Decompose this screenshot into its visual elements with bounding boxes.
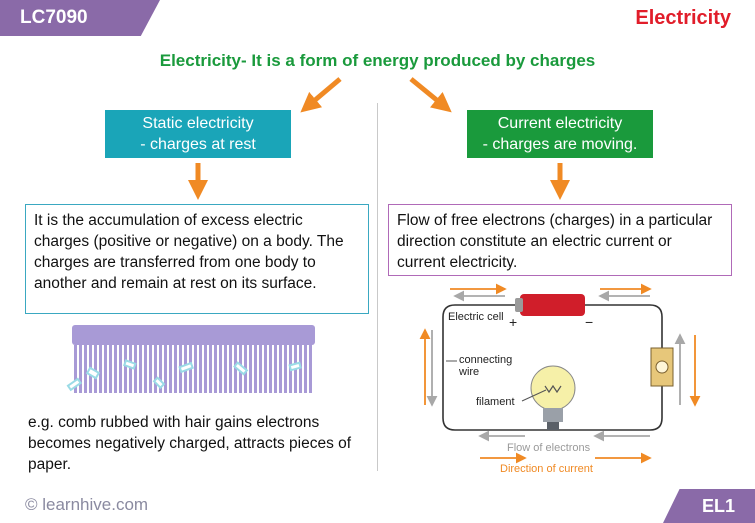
arrow-to-current <box>409 77 452 113</box>
current-subtitle: - charges are moving. <box>482 136 638 153</box>
comb-tooth <box>174 345 177 393</box>
wire-label-2: wire <box>458 366 479 378</box>
current-electricity-box: Current electricity - charges are moving… <box>467 110 653 158</box>
current-description: Flow of free electrons (charges) in a pa… <box>388 204 732 276</box>
static-example: e.g. comb rubbed with hair gains electro… <box>28 414 352 473</box>
static-title: Static electricity <box>142 115 254 132</box>
current-title: Current electricity <box>497 115 623 132</box>
comb-tooth <box>84 345 87 393</box>
comb-tooth <box>79 345 82 393</box>
comb-tooth <box>304 345 307 393</box>
comb-tooth <box>229 345 232 393</box>
comb-tooth <box>154 345 157 393</box>
comb-tooth <box>224 345 227 393</box>
comb-tooth <box>309 345 312 393</box>
electron-flow-label: Flow of electrons <box>507 442 591 454</box>
comb-tooth <box>99 345 102 393</box>
static-subtitle: - charges at rest <box>140 136 256 153</box>
topic-title: Electricity <box>635 7 731 29</box>
comb-tooth <box>219 345 222 393</box>
comb-tooth <box>254 345 257 393</box>
comb-tooth <box>234 345 237 393</box>
comb-tooth <box>199 345 202 393</box>
headline: Electricity- It is a form of energy prod… <box>159 51 596 70</box>
battery <box>515 294 585 316</box>
paper-pieces <box>66 359 302 392</box>
plus-sign: + <box>509 314 517 330</box>
comb-tooth <box>139 345 142 393</box>
comb-tooth <box>159 345 162 393</box>
column-divider <box>377 103 378 471</box>
comb-tooth <box>114 345 117 393</box>
comb-tooth <box>204 345 207 393</box>
comb-tooth <box>164 345 167 393</box>
static-description: It is the accumulation of excess electri… <box>25 204 369 314</box>
comb-tooth <box>274 345 277 393</box>
copyright: © learnhive.com <box>25 495 149 514</box>
switch <box>650 347 674 387</box>
comb-tooth <box>269 345 272 393</box>
comb-tooth <box>129 345 132 393</box>
comb-tooth <box>209 345 212 393</box>
bulb <box>530 365 576 430</box>
minus-sign: − <box>585 314 593 330</box>
comb-tooth <box>249 345 252 393</box>
comb-tooth <box>124 345 127 393</box>
comb-tooth <box>94 345 97 393</box>
comb-tooth <box>299 345 302 393</box>
comb-tooth <box>144 345 147 393</box>
comb-tooth <box>194 345 197 393</box>
lesson-code-tab: LC7090 <box>0 0 160 36</box>
comb-tooth <box>104 345 107 393</box>
comb-tooth <box>149 345 152 393</box>
filament-label: filament <box>476 396 515 408</box>
comb-tooth <box>259 345 262 393</box>
comb-tooth <box>74 345 77 393</box>
comb-tooth <box>284 345 287 393</box>
circuit-diagram: Electric cell + − connecting wire filame… <box>419 283 701 475</box>
static-electricity-box: Static electricity - charges at rest <box>105 110 291 158</box>
wire-label-1: connecting <box>459 354 512 366</box>
comb-tooth <box>279 345 282 393</box>
arrow-to-static <box>300 77 342 113</box>
comb-tooth <box>169 345 172 393</box>
comb-tooth <box>119 345 122 393</box>
comb-illustration <box>66 325 315 393</box>
cell-label: Electric cell <box>448 311 504 323</box>
comb-tooth <box>134 345 137 393</box>
comb-teeth <box>74 345 312 393</box>
comb-tooth <box>214 345 217 393</box>
current-direction-label: Direction of current <box>500 463 593 475</box>
page-code-tab: EL1 <box>663 489 755 523</box>
comb-tooth <box>264 345 267 393</box>
comb-tooth <box>109 345 112 393</box>
